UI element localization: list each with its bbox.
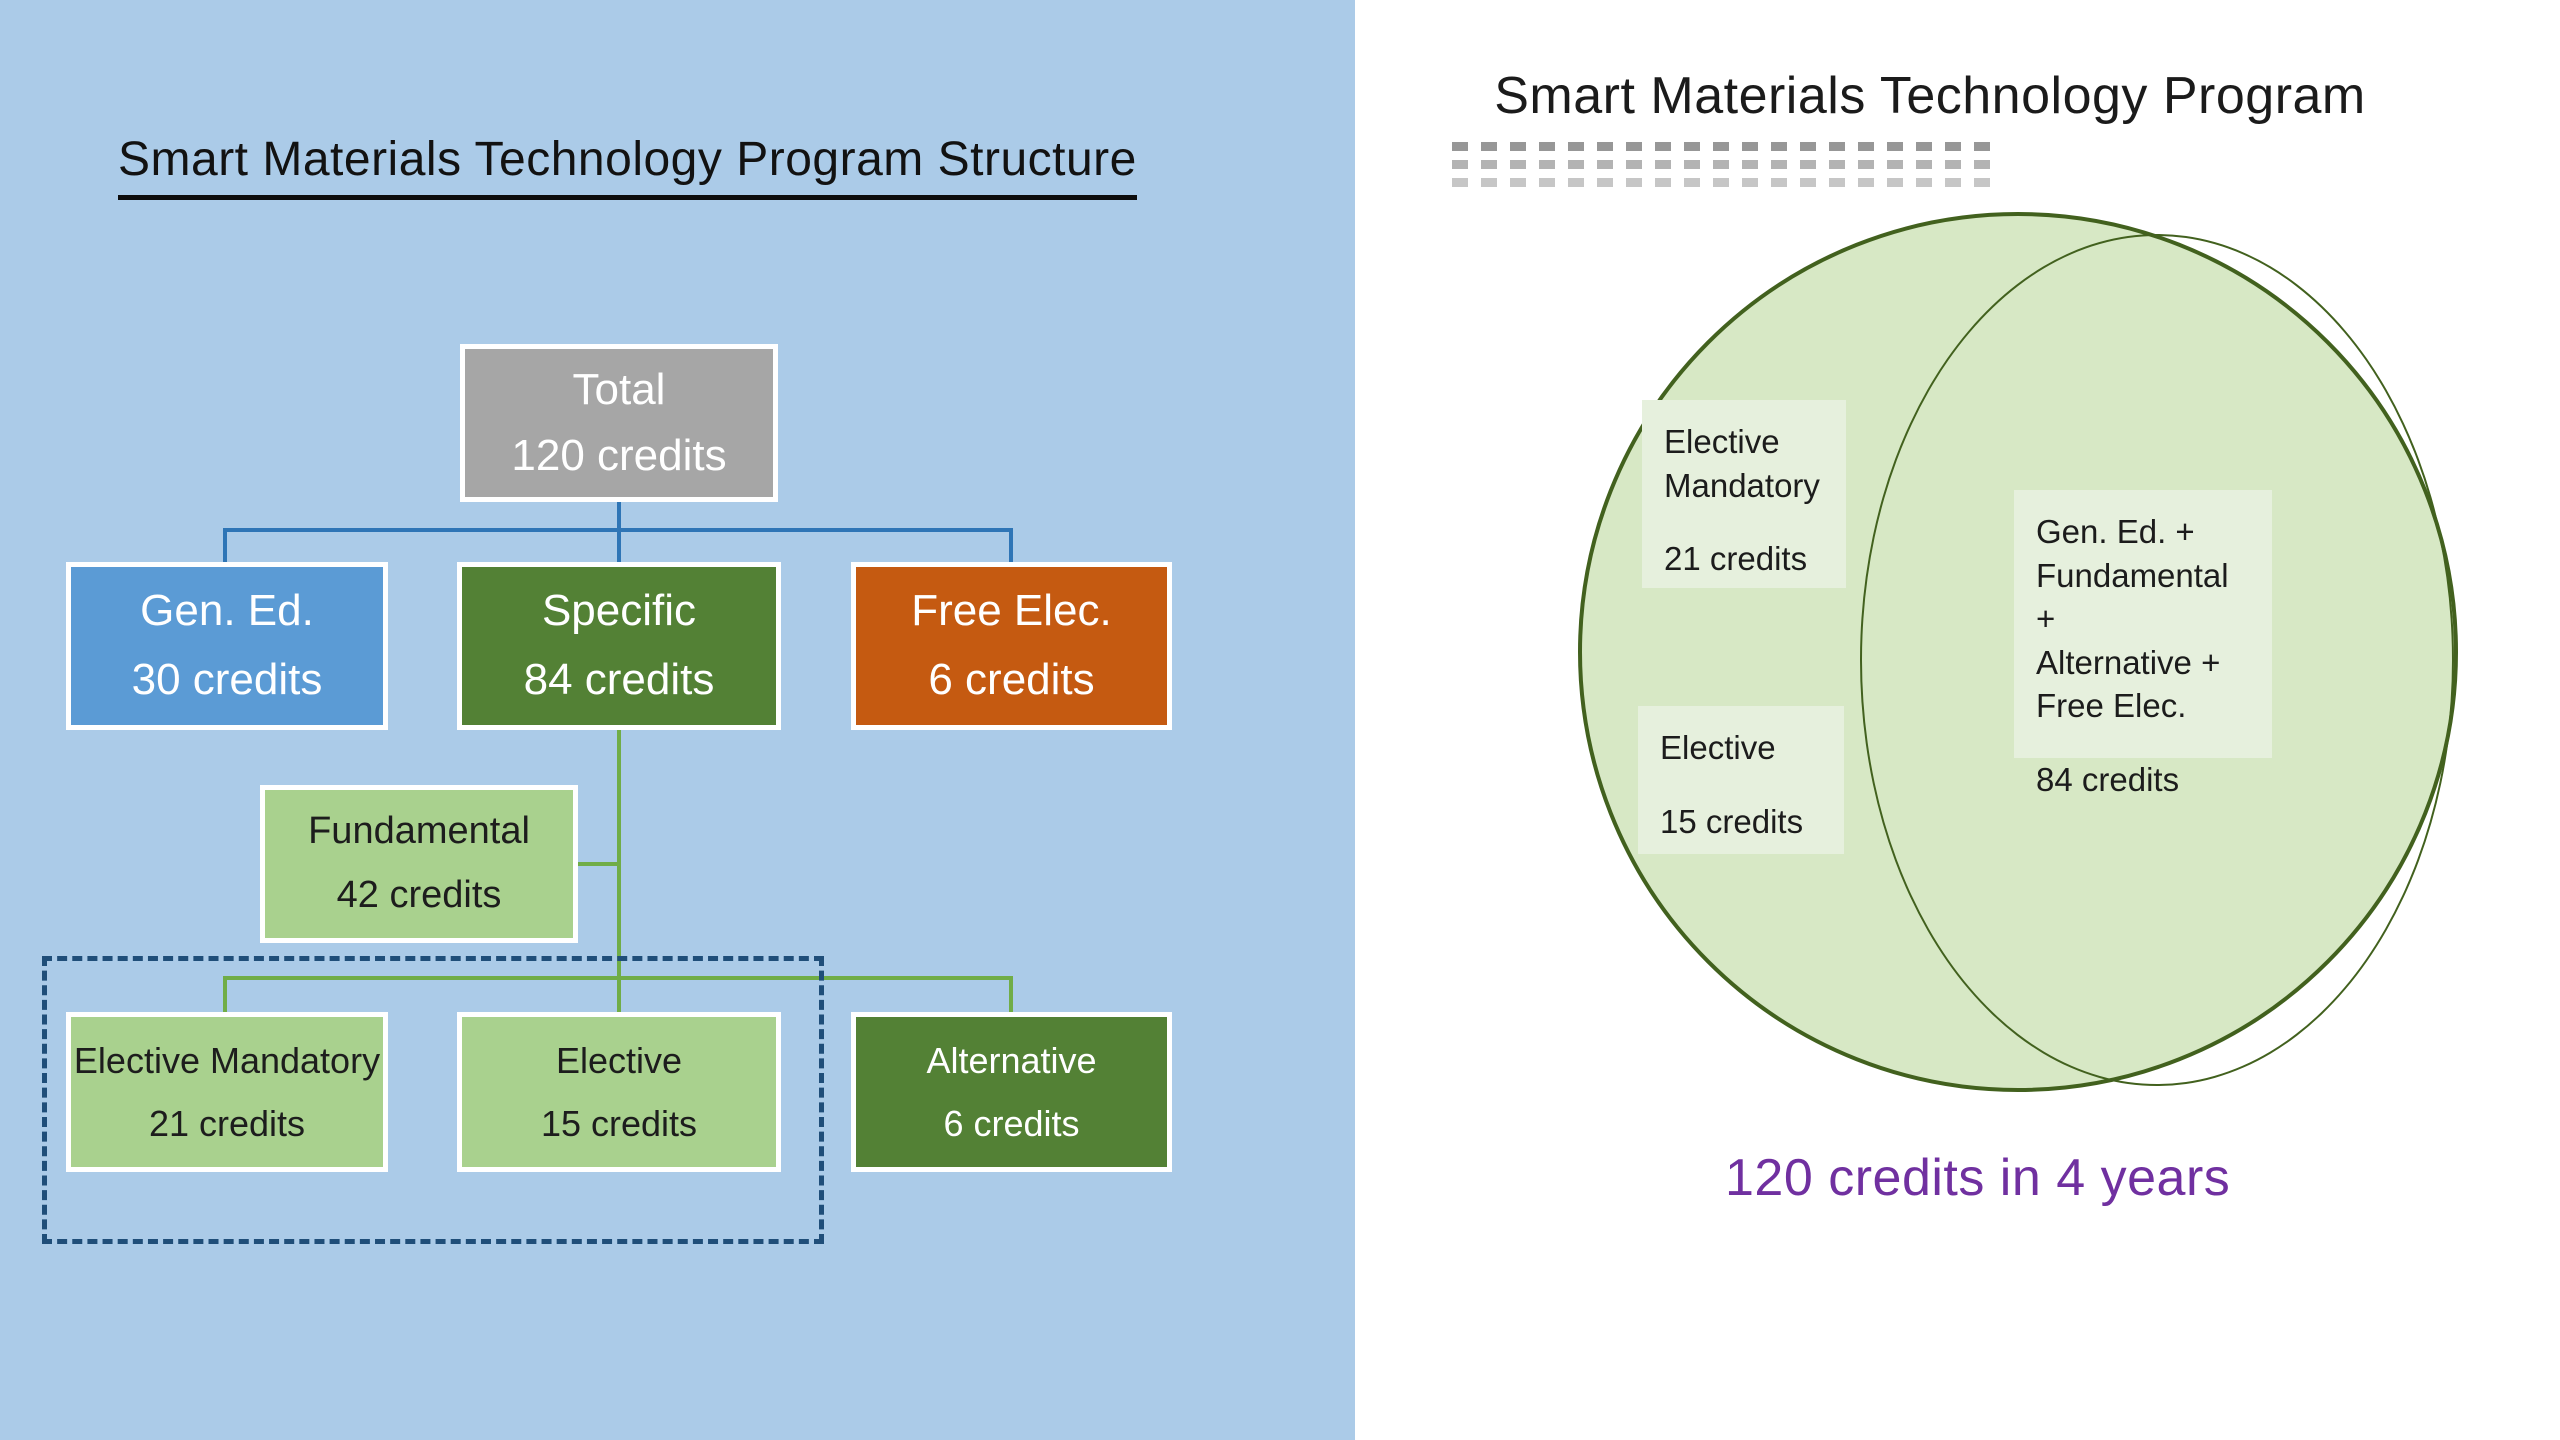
venn-combined-line3: Alternative + — [2036, 643, 2221, 681]
venn-elective-mandatory-line2: Mandatory — [1664, 466, 1820, 504]
node-fundamental: Fundamental 42 credits — [260, 785, 578, 943]
connector-green-horizontal — [223, 976, 1013, 980]
connector-fundamental-stub — [578, 862, 619, 866]
venn-combined-line1: Gen. Ed. + — [2036, 513, 2195, 550]
node-elective-mandatory-label: Elective Mandatory — [73, 1039, 381, 1081]
node-fundamental-credits: 42 credits — [336, 873, 502, 916]
connector-drop-elective-mandatory — [223, 976, 227, 1014]
node-gen-ed-label: Gen. Ed. — [140, 586, 314, 636]
node-alternative-label: Alternative — [926, 1039, 1097, 1081]
right-panel-title: Smart Materials Technology Program — [1494, 67, 2366, 125]
connector-drop-free-elec — [1009, 528, 1013, 564]
node-alternative: Alternative 6 credits — [851, 1012, 1172, 1172]
node-gen-ed-credits: 30 credits — [131, 655, 323, 705]
node-total-label: Total — [572, 365, 666, 415]
venn-label-elective: Elective 15 credits — [1638, 706, 1844, 854]
connector-specific-drop — [617, 728, 621, 1014]
node-specific-label: Specific — [541, 586, 697, 636]
connector-total-drop — [617, 500, 621, 530]
squished-text-artifact — [1452, 178, 2000, 187]
node-free-elec-label: Free Elec. — [911, 586, 1112, 636]
venn-elective-line1: Elective — [1660, 729, 1776, 766]
venn-label-combined: Gen. Ed. + Fundamental + Alternative + F… — [2014, 490, 2272, 798]
node-alternative-credits: 6 credits — [943, 1102, 1080, 1144]
node-fundamental-label: Fundamental — [308, 810, 530, 853]
venn-combined-line2: Fundamental + — [2036, 556, 2229, 638]
node-gen-ed: Gen. Ed. 30 credits — [66, 562, 388, 730]
venn-label-elective-mandatory: Elective Mandatory 21 credits — [1642, 400, 1846, 588]
node-total-credits: 120 credits — [511, 430, 727, 480]
spacer — [1660, 770, 1822, 800]
node-free-elec-credits: 6 credits — [928, 655, 1095, 705]
venn-elective-mandatory-credits: 21 credits — [1664, 540, 1808, 578]
connector-drop-specific — [617, 528, 621, 564]
node-free-elec: Free Elec. 6 credits — [851, 562, 1172, 730]
node-elective-mandatory: Elective Mandatory 21 credits — [66, 1012, 388, 1172]
node-elective-label: Elective — [555, 1039, 683, 1081]
credits-caption: 120 credits in 4 years — [1725, 1149, 2231, 1207]
venn-elective-mandatory-line1: Elective — [1664, 423, 1780, 460]
venn-combined-credits: 84 credits — [2036, 760, 2180, 798]
left-panel-title: Smart Materials Technology Program Struc… — [118, 132, 1137, 200]
node-elective-mandatory-credits: 21 credits — [148, 1102, 306, 1144]
squished-text-artifact — [1452, 142, 2000, 151]
squished-text-artifact — [1452, 160, 2000, 169]
venn-combined-line4: Free Elec. — [2036, 687, 2187, 725]
node-total: Total 120 credits — [460, 344, 778, 502]
venn-elective-credits: 15 credits — [1660, 802, 1804, 840]
connector-drop-alternative — [1009, 976, 1013, 1014]
node-specific-credits: 84 credits — [523, 655, 715, 705]
elective-group-outline — [42, 956, 824, 1244]
connector-drop-gen-ed — [223, 528, 227, 564]
node-elective: Elective 15 credits — [457, 1012, 781, 1172]
node-elective-credits: 15 credits — [540, 1102, 698, 1144]
node-specific: Specific 84 credits — [457, 562, 781, 730]
spacer — [1664, 507, 1824, 537]
spacer — [2036, 728, 2250, 758]
venn-inner-ellipse — [1860, 234, 2454, 1086]
